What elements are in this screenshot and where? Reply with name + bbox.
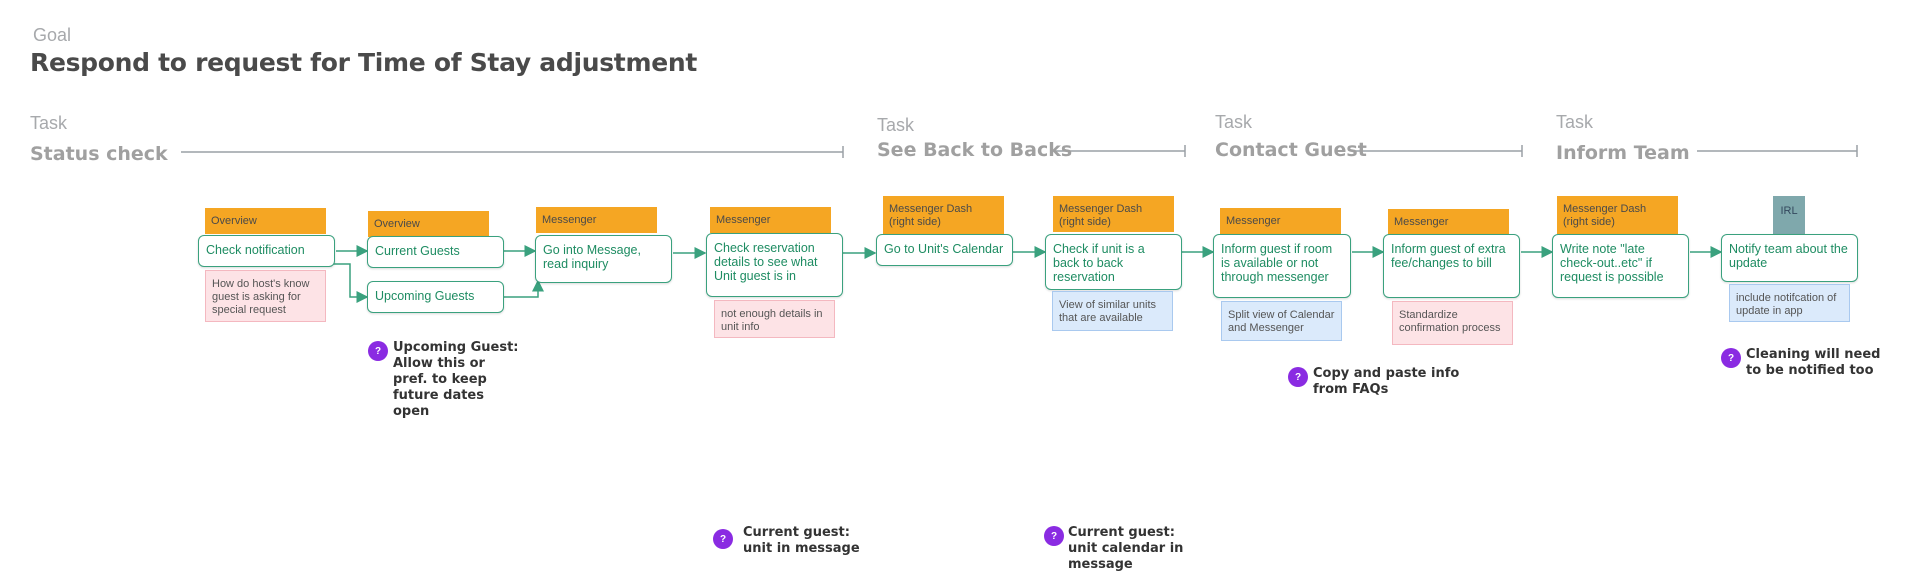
tag-messenger-dash: Messenger Dash (right side): [1053, 196, 1174, 232]
task-title-see-back-to-backs: See Back to Backs: [877, 139, 1073, 161]
note-pain-point: How do host's know guest is asking for s…: [205, 270, 326, 322]
arrow-upcoming-to-message: [503, 279, 544, 298]
task-title-status-check: Status check: [30, 143, 168, 165]
question-text: Upcoming Guest: Allow this or pref. to k…: [393, 340, 519, 419]
arrow-check-to-upcoming: [330, 263, 369, 303]
task-label: Task: [1556, 112, 1594, 132]
step-inform-guest-fee[interactable]: Inform guest of extra fee/changes to bil…: [1383, 234, 1520, 298]
tag-irl: IRL: [1773, 196, 1805, 234]
task-title-contact-guest: Contact Guest: [1215, 139, 1367, 161]
note-idea: Split view of Calendar and Messenger: [1221, 301, 1342, 341]
step-go-to-calendar[interactable]: Go to Unit's Calendar: [876, 234, 1013, 266]
tag-messenger: Messenger: [1388, 209, 1509, 235]
tag-messenger: Messenger: [536, 207, 657, 233]
step-check-notification[interactable]: Check notification: [198, 235, 335, 267]
tag-messenger: Messenger: [1220, 208, 1341, 234]
flow-arrows: [330, 245, 1723, 303]
step-check-reservation[interactable]: Check reservation details to see what Un…: [706, 233, 843, 297]
step-check-back-to-back[interactable]: Check if unit is a back to back reservat…: [1045, 234, 1182, 290]
goal-title: Respond to request for Time of Stay adju…: [30, 48, 697, 77]
step-inform-guest-availability[interactable]: Inform guest if room is available or not…: [1213, 234, 1351, 298]
question-text: Copy and paste info from FAQs: [1313, 366, 1460, 397]
goal-label: Goal: [33, 25, 72, 45]
task-label: Task: [30, 113, 68, 133]
note-idea: include notifcation of update in app: [1729, 284, 1850, 322]
tag-messenger-dash: Messenger Dash (right side): [883, 196, 1004, 234]
note-pain-point: not enough details in unit info: [714, 300, 835, 338]
note-pain-point: Standardize confirmation process: [1392, 301, 1513, 345]
tag-overview: Overview: [368, 211, 489, 237]
task-title-inform-team: Inform Team: [1556, 142, 1690, 164]
question-icon: ?: [713, 529, 733, 549]
step-notify-team[interactable]: Notify team about the update: [1721, 234, 1858, 282]
question-text: Current guest: unit in message: [743, 525, 860, 556]
task-label: Task: [1215, 112, 1253, 132]
question-icon: ?: [1044, 526, 1064, 546]
step-write-note[interactable]: Write note "late check-out..etc" if requ…: [1552, 234, 1689, 298]
tag-overview: Overview: [205, 208, 326, 234]
step-go-into-message[interactable]: Go into Message, read inquiry: [535, 235, 672, 283]
step-current-guests[interactable]: Current Guests: [367, 236, 504, 268]
step-upcoming-guests[interactable]: Upcoming Guests: [367, 281, 504, 313]
question-icon: ?: [1288, 367, 1308, 387]
note-idea: View of similar units that are available: [1052, 291, 1173, 331]
tag-messenger: Messenger: [710, 207, 831, 233]
question-text: Current guest: unit calendar in message: [1068, 525, 1184, 572]
task-separators: [181, 145, 1858, 158]
tag-messenger-dash: Messenger Dash (right side): [1557, 196, 1678, 234]
task-label: Task: [877, 115, 915, 135]
question-icon: ?: [368, 341, 388, 361]
question-icon: ?: [1721, 348, 1741, 368]
question-text: Cleaning will need to be notified too: [1746, 347, 1881, 378]
